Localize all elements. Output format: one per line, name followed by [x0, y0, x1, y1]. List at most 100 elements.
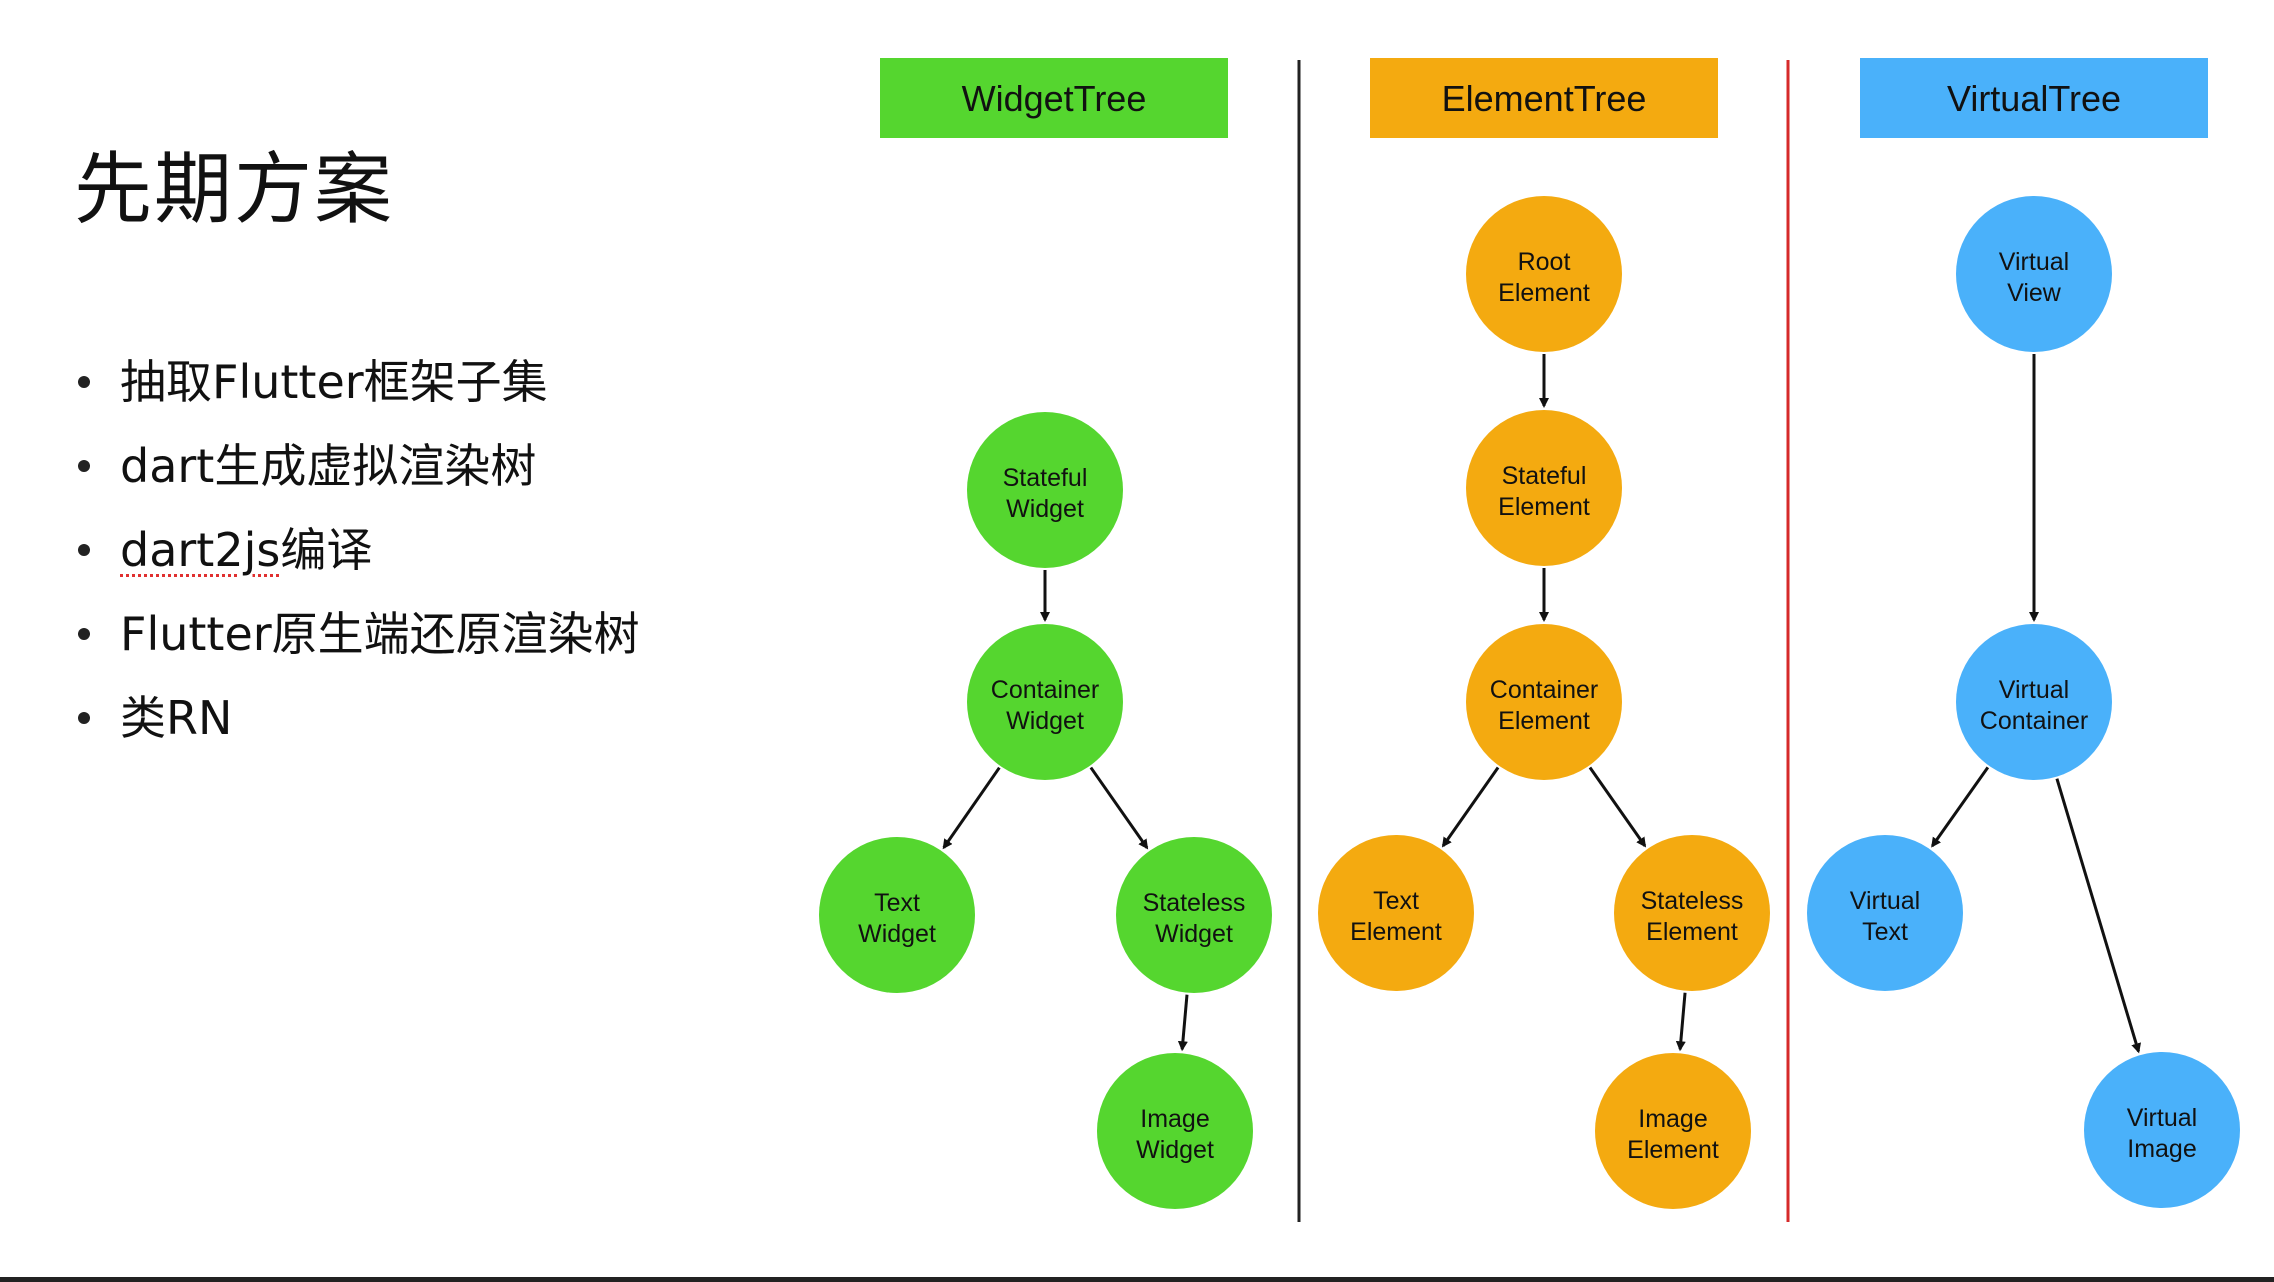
virtual-header-box [1860, 58, 2208, 138]
bottom-border [0, 1277, 2274, 1282]
bullet-text-underlined: dart2js [120, 523, 281, 577]
element-node-label-line2: Element [1498, 707, 1590, 735]
element-node-label-line1: Image [1638, 1105, 1707, 1133]
element-node-circle [1318, 835, 1474, 991]
widget-node-label-line1: Image [1140, 1105, 1209, 1133]
virtual-tree-header: VirtualTree [1860, 58, 2208, 138]
bullet-text: 类RN [120, 691, 233, 745]
virtual-node-label-line1: Virtual [1999, 676, 2069, 704]
element-header-label: ElementTree [1442, 78, 1647, 119]
element-edge-container-to-stateless [1588, 766, 1647, 848]
bullet-dot-icon [78, 544, 90, 556]
bullet-dot-icon [78, 712, 90, 724]
headers-layer: WidgetTree ElementTree VirtualTree [880, 58, 2208, 138]
bullet-dot-icon [78, 460, 90, 472]
bullet-text: Flutter原生端还原渲染树 [120, 607, 640, 661]
element-node-label-line1: Container [1490, 676, 1598, 704]
bullet-dot-icon [78, 628, 90, 640]
element-node-label-line2: Element [1627, 1136, 1719, 1164]
element-node-label-line2: Element [1498, 279, 1590, 307]
element-node-circle [1614, 835, 1770, 991]
edges-layer [942, 354, 2142, 1054]
bullet-list: 抽取Flutter框架子集 dart生成虚拟渲染树 dart2js编译 Flut… [70, 340, 640, 760]
widget-node-circle [1097, 1053, 1253, 1209]
element-node-label-line2: Element [1646, 918, 1738, 946]
element-node-label-line1: Text [1373, 887, 1419, 915]
virtual-header-label: VirtualTree [1947, 78, 2121, 119]
virtual-edge-container-to-image [2055, 778, 2142, 1054]
widget-node-label-line2: Widget [1155, 920, 1233, 948]
virtual-node-label-line1: Virtual [1999, 248, 2069, 276]
element-node-circle [1466, 196, 1622, 352]
widget-node-circle [967, 624, 1123, 780]
element-node-label-line2: Element [1498, 493, 1590, 521]
virtual-node-circle [2084, 1052, 2240, 1208]
element-tree-header: ElementTree [1370, 58, 1718, 138]
element-node-circle [1595, 1053, 1751, 1209]
element-edge-stateless-to-image [1675, 992, 1687, 1052]
bullet-item: 抽取Flutter框架子集 [70, 340, 640, 424]
widget-edge-container-to-stateless [1089, 766, 1149, 850]
bullet-item: Flutter原生端还原渲染树 [70, 592, 640, 676]
virtual-node-label-line2: Text [1862, 918, 1908, 946]
virtual-node-circle [1956, 196, 2112, 352]
widget-node-label-line2: Widget [858, 920, 936, 948]
virtual-node-label-line1: Virtual [2127, 1104, 2197, 1132]
widget-node-circle [1116, 837, 1272, 993]
virtual-edge-container-to-text [1931, 766, 1990, 848]
widget-edge-container-to-text [942, 766, 1001, 850]
widget-node-label-line2: Widget [1136, 1136, 1214, 1164]
element-node-circle [1466, 410, 1622, 566]
widget-header-box [880, 58, 1228, 138]
widget-tree-header: WidgetTree [880, 58, 1228, 138]
element-node-label-line1: Stateful [1502, 462, 1587, 490]
bullet-text: 抽取Flutter框架子集 [120, 355, 548, 409]
element-header-box [1370, 58, 1718, 138]
bullet-dot-icon [78, 376, 90, 388]
element-edge-container-to-text [1441, 766, 1500, 848]
page-title: 先期方案 [74, 145, 395, 235]
widget-node-label-line2: Widget [1006, 707, 1084, 735]
virtual-node-circle [1956, 624, 2112, 780]
widget-node-label-line1: Stateful [1003, 464, 1088, 492]
widget-node-label-line1: Text [874, 889, 920, 917]
virtual-node-label-line2: View [2007, 279, 2062, 307]
virtual-node-label-line2: Image [2127, 1135, 2196, 1163]
bullet-item: 类RN [70, 676, 640, 760]
bullet-item: dart2js编译 [70, 508, 640, 592]
widget-node-circle [819, 837, 975, 993]
bullet-item: dart生成虚拟渲染树 [70, 424, 640, 508]
element-node-label-line2: Element [1350, 918, 1442, 946]
widget-node-label-line2: Widget [1006, 495, 1084, 523]
element-node-circle [1466, 624, 1622, 780]
virtual-node-circle [1807, 835, 1963, 991]
widget-header-label: WidgetTree [962, 78, 1147, 119]
widget-edge-stateless-to-image [1177, 994, 1189, 1052]
nodes-layer: StatefulWidgetContainerWidgetTextWidgetS… [819, 196, 2240, 1209]
element-node-label-line1: Stateless [1641, 887, 1744, 915]
virtual-node-label-line2: Container [1980, 707, 2088, 735]
widget-node-circle [967, 412, 1123, 568]
widget-node-label-line1: Container [991, 676, 1099, 704]
element-node-label-line1: Root [1518, 248, 1571, 276]
virtual-node-label-line1: Virtual [1850, 887, 1920, 915]
bullet-text: dart生成虚拟渲染树 [120, 439, 537, 493]
widget-node-label-line1: Stateless [1143, 889, 1246, 917]
